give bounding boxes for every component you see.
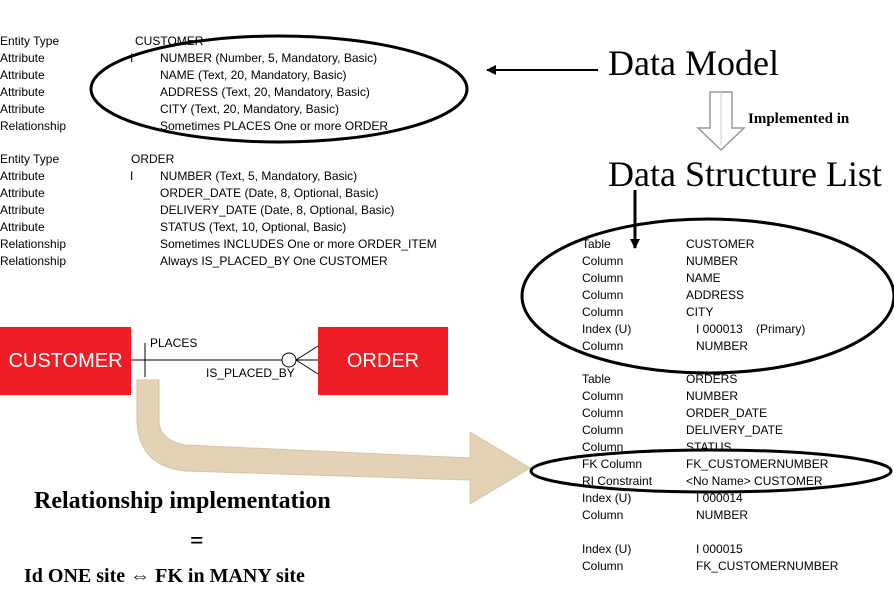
sl-row-value: NUMBER xyxy=(686,339,749,353)
dm-row-kind: Attribute xyxy=(0,102,45,116)
dm-row-description: Sometimes INCLUDES One or more ORDER_ITE… xyxy=(160,237,437,251)
dm-row-description: Sometimes PLACES One or more ORDER xyxy=(160,119,389,133)
sl-row-kind: Column xyxy=(582,423,624,437)
dm-row-kind: Attribute xyxy=(0,186,45,200)
sl-row-value: FK_CUSTOMERNUMBER xyxy=(686,559,839,573)
sl-row-value: CUSTOMER xyxy=(686,237,755,251)
data-model-ellipse xyxy=(89,34,469,144)
dm-row-kind: Attribute xyxy=(0,68,45,82)
sl-row-value: CITY xyxy=(686,305,714,319)
sl-row-kind: Index (U) xyxy=(582,322,632,336)
crow-foot-lower xyxy=(295,359,319,375)
dm-row-kind: Relationship xyxy=(0,237,67,251)
sl-row-value: I 000013 (Primary) xyxy=(686,322,806,336)
dm-row-kind: Entity Type xyxy=(0,34,60,48)
sl-row-value: NAME xyxy=(686,271,721,285)
flow-arrow xyxy=(136,379,531,505)
dm-row-kind: Attribute xyxy=(0,203,45,217)
dm-row-kind: Relationship xyxy=(0,119,67,133)
dm-row-description: STATUS (Text, 10, Optional, Basic) xyxy=(160,220,347,234)
sl-row-value: NUMBER xyxy=(686,389,739,403)
dm-row-description: NUMBER (Number, 5, Mandatory, Basic) xyxy=(160,51,378,65)
sl-row-kind: Column xyxy=(582,339,624,353)
sl-row-value: NUMBER xyxy=(686,508,749,522)
places-label: PLACES xyxy=(150,336,198,350)
sl-row-kind: Column xyxy=(582,406,624,420)
data-model-heading: Data Model xyxy=(608,43,779,83)
dm-entity-name: CUSTOMER xyxy=(135,34,204,48)
dm-row-kind: Attribute xyxy=(0,169,45,183)
customer-entity-box: CUSTOMER xyxy=(0,327,131,395)
optional-marker xyxy=(281,352,297,368)
order-entity-box: ORDER xyxy=(318,327,448,395)
sl-row-value: I 000014 xyxy=(686,491,743,505)
sl-row-kind: Table xyxy=(582,372,611,386)
sl-row-kind: RI Constraint xyxy=(582,474,653,488)
data-structure-list-heading: Data Structure List xyxy=(608,154,882,194)
sl-row-kind: Column xyxy=(582,389,624,403)
dm-row-description: NUMBER (Text, 5, Mandatory, Basic) xyxy=(160,169,358,183)
dm-row-description: ORDER_DATE (Date, 8, Optional, Basic) xyxy=(160,186,379,200)
sl-row-kind: Index (U) xyxy=(582,542,632,556)
sl-row-value: FK_CUSTOMERNUMBER xyxy=(686,457,829,471)
sl-row-kind: Column xyxy=(582,288,624,302)
sl-row-kind: Column xyxy=(582,440,624,454)
relationship-implementation-title: Relationship implementation xyxy=(34,488,331,514)
sl-row-kind: Column xyxy=(582,305,624,319)
sl-row-value: ORDER_DATE xyxy=(686,406,768,420)
dm-row-identifier-marker: I xyxy=(130,169,134,183)
dm-row-description: ADDRESS (Text, 20, Mandatory, Basic) xyxy=(160,85,370,99)
crow-foot-upper xyxy=(295,345,319,361)
sl-row-kind: Column xyxy=(582,559,624,573)
dm-row-kind: Entity Type xyxy=(0,152,60,166)
sl-row-kind: Column xyxy=(582,254,624,268)
dm-row-kind: Attribute xyxy=(0,51,45,65)
dm-row-kind: Attribute xyxy=(0,85,45,99)
sl-row-value: I 000015 xyxy=(686,542,743,556)
sl-row-value: ADDRESS xyxy=(686,288,745,302)
dm-row-identifier-marker: I xyxy=(130,51,134,65)
is-placed-by-label: IS_PLACED_BY xyxy=(206,366,295,380)
implemented-in-label: Implemented in xyxy=(748,111,850,127)
sl-row-kind: Column xyxy=(582,271,624,285)
sl-row-kind: Index (U) xyxy=(582,491,632,505)
fk-ellipse xyxy=(529,448,893,494)
sl-row-value: <No Name> CUSTOMER xyxy=(686,474,823,488)
sl-row-kind: Table xyxy=(582,237,611,251)
dm-row-description: DELIVERY_DATE (Date, 8, Optional, Basic) xyxy=(160,203,395,217)
dm-row-description: Always IS_PLACED_BY One CUSTOMER xyxy=(160,254,388,268)
dm-row-kind: Relationship xyxy=(0,254,67,268)
sl-row-kind: FK Column xyxy=(582,457,643,471)
customer-table-ellipse xyxy=(520,217,894,375)
sl-row-value: ORDERS xyxy=(686,372,738,386)
relationship-rule: Id ONE site ⇔ FK in MANY site xyxy=(24,565,305,587)
dm-row-description: CITY (Text, 20, Mandatory, Basic) xyxy=(160,102,339,116)
dm-entity-name: ORDER xyxy=(131,152,175,166)
dm-row-description: NAME (Text, 20, Mandatory, Basic) xyxy=(160,68,347,82)
dm-row-kind: Attribute xyxy=(0,220,45,234)
equals-sign: = xyxy=(190,528,204,554)
sl-row-kind: Column xyxy=(582,508,624,522)
sl-row-value: DELIVERY_DATE xyxy=(686,423,783,437)
sl-row-value: NUMBER xyxy=(686,254,739,268)
